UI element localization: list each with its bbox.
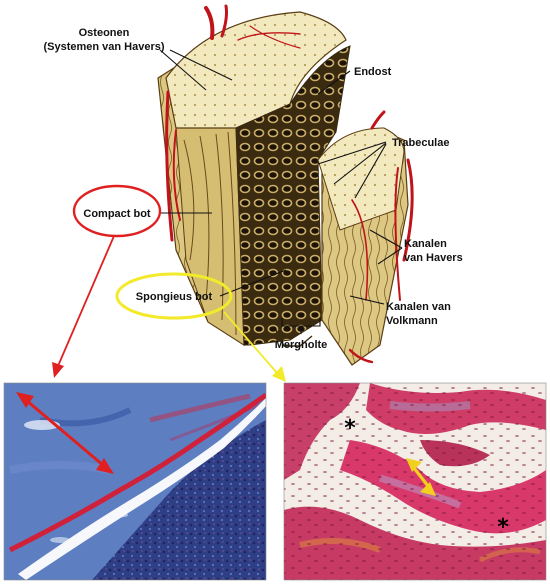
- label-osteonen-line1: Osteonen: [79, 27, 130, 39]
- label-kanalen-havers-line1: Kanalen: [404, 238, 447, 250]
- blood-vessels: [165, 4, 414, 364]
- label-kanalen-volkmann-line1: Kanalen van: [386, 301, 451, 313]
- label-osteonen-line2: (Systemen van Havers): [43, 41, 164, 53]
- label-spongieus-bot: Spongieus bot: [136, 291, 213, 303]
- label-kanalen-volkmann-line2: Volkmann: [386, 315, 438, 327]
- bone-illustration: [157, 4, 414, 366]
- yellow-arrowhead: [272, 366, 286, 382]
- asterisk-marker-1: *: [344, 416, 356, 441]
- label-trabeculae: Trabeculae: [392, 137, 449, 149]
- label-compact-bot: Compact bot: [83, 208, 151, 220]
- labels: Osteonen (Systemen van Havers) Endost Tr…: [43, 27, 462, 351]
- asterisk-marker-2: *: [497, 515, 509, 540]
- label-endost: Endost: [354, 66, 392, 78]
- label-mergholte: Mergholte: [275, 339, 328, 351]
- red-arrowhead: [52, 362, 64, 378]
- micrograph-compact-bone: [3, 382, 267, 581]
- label-kanalen-havers-line2: van Havers: [404, 252, 463, 264]
- osteon-right-top: [317, 127, 405, 231]
- spongieus-bot-highlight-ellipse: [115, 272, 233, 320]
- connector-arrows: [52, 235, 286, 382]
- leader-lines: [159, 49, 403, 334]
- micrograph-spongy-bone: * *: [283, 382, 547, 581]
- compact-bot-highlight-ellipse: [72, 184, 162, 238]
